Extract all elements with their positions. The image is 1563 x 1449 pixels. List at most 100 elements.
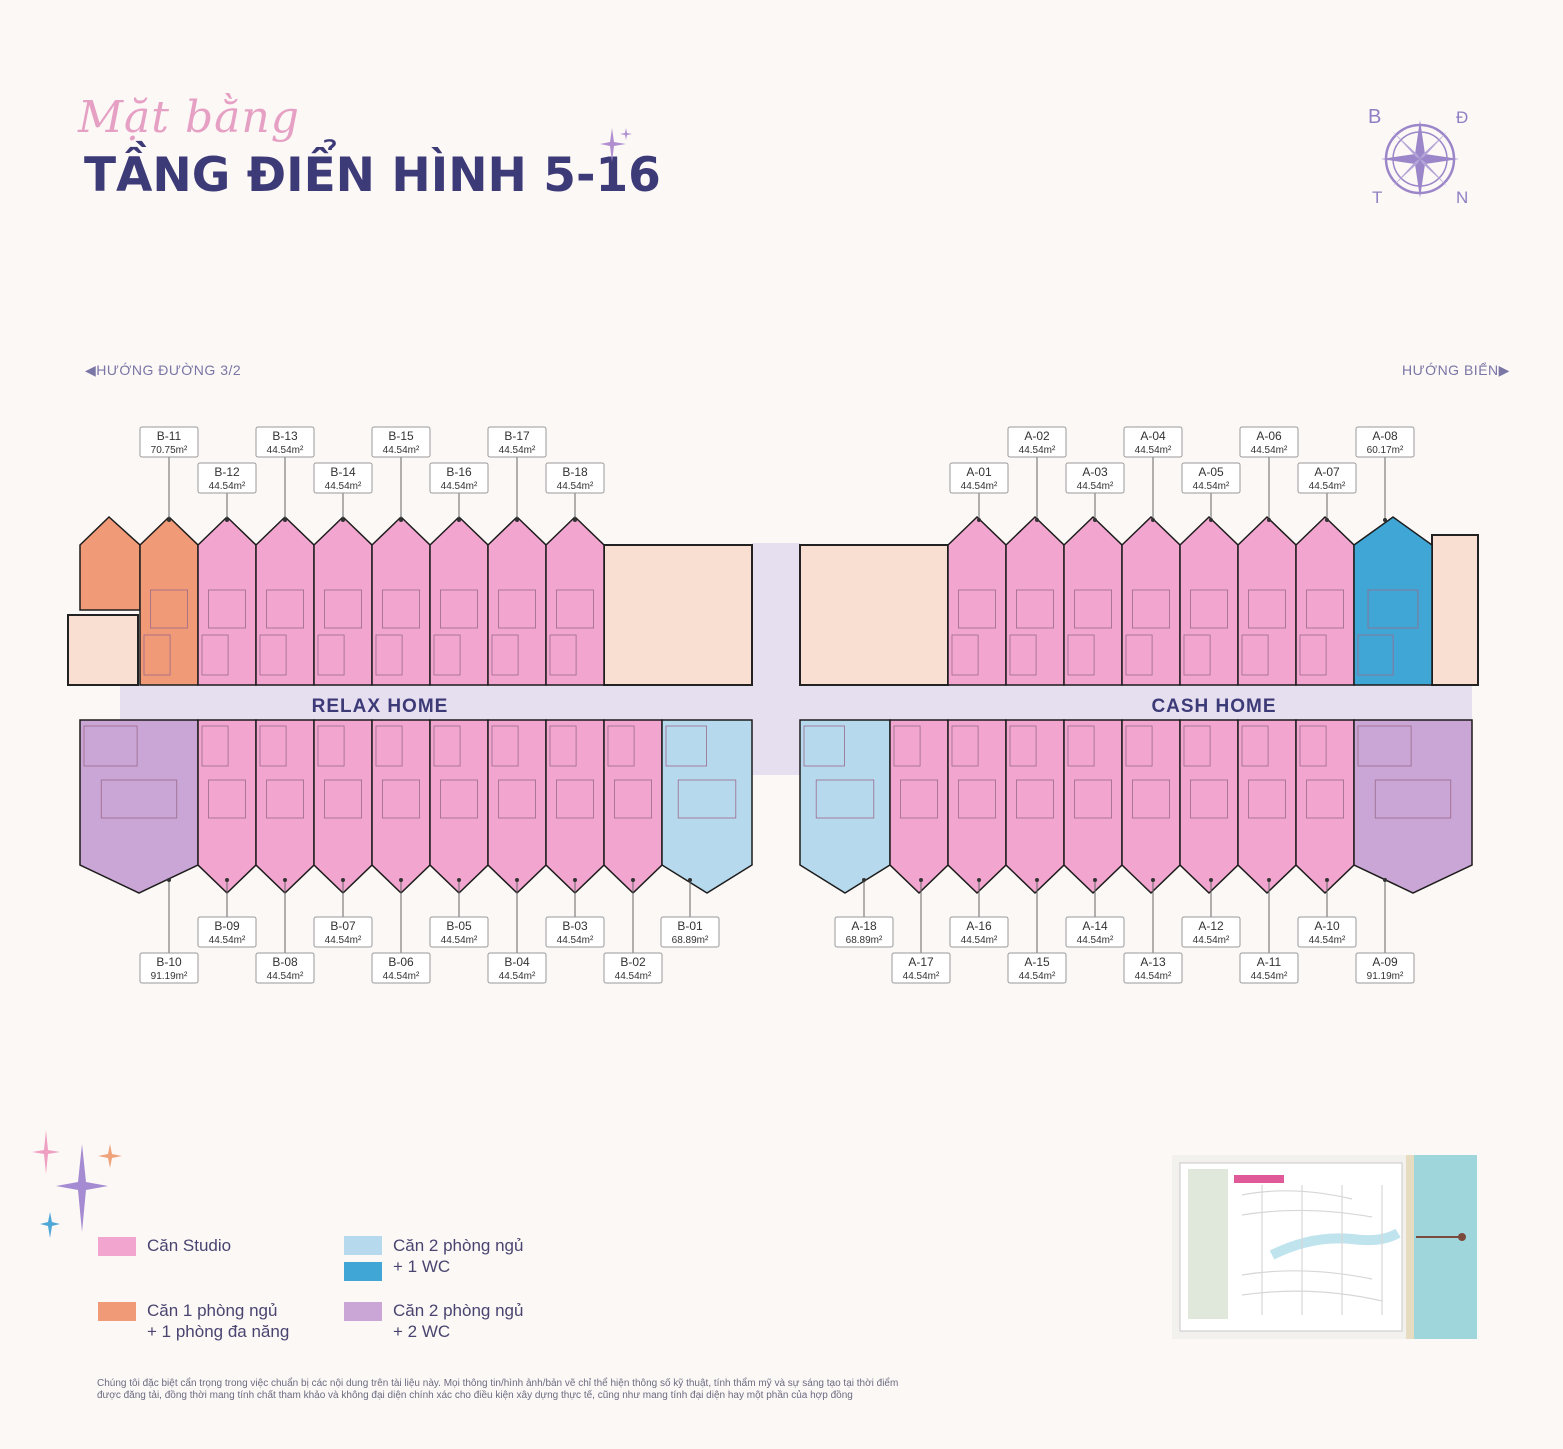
label-bottom-a-09-id: A-09 — [1372, 955, 1398, 969]
label-bottom-a-18-id: A-18 — [851, 919, 877, 933]
label-bottom-a-14-id: A-14 — [1082, 919, 1108, 933]
label-top-a-03-area: 44.54m² — [1077, 481, 1114, 492]
label-bottom-a-12-dot — [1209, 878, 1213, 882]
unit-a-10 — [1295, 719, 1355, 895]
unit-a-04-wc — [1125, 634, 1153, 676]
zone-label-cash-home: CASH HOME — [1151, 696, 1276, 717]
label-top-b-18-dot — [573, 518, 577, 522]
label-top-a-05-id: A-05 — [1198, 465, 1224, 479]
label-bottom-b-09-area: 44.54m² — [209, 935, 246, 946]
label-top-a-02-area: 44.54m² — [1019, 445, 1056, 456]
unit-b-15-wc — [375, 634, 403, 676]
unit-b-09-wc — [201, 725, 229, 767]
unit-a-05-wc — [1183, 634, 1211, 676]
label-bottom-a-10-dot — [1325, 878, 1329, 882]
unit-a-03-shape — [1063, 515, 1123, 686]
unit-a-17 — [889, 719, 949, 895]
label-bottom-a-15-box — [1007, 952, 1067, 984]
label-top-b-17-id: B-17 — [504, 429, 530, 443]
unit-b-10-shape — [79, 719, 199, 894]
unit-b-05-bed — [440, 779, 478, 819]
unit-a-16-wc — [951, 725, 979, 767]
label-top-b-17-area: 44.54m² — [499, 445, 536, 456]
unit-a-03-wc — [1067, 634, 1095, 676]
unit-a-18 — [799, 719, 891, 894]
label-top-b-15-box — [371, 426, 431, 458]
label-top-a-06-dot — [1267, 518, 1271, 522]
label-bottom-b-05-id: B-05 — [446, 919, 472, 933]
unit-a-01 — [947, 515, 1007, 686]
unit-a-17-bed — [900, 779, 938, 819]
label-top-a-03-dot — [1093, 518, 1097, 522]
label-bottom-b-01-box — [660, 916, 720, 948]
direction-left-label: HƯỚNG ĐƯỜNG 3/2 — [96, 362, 242, 378]
label-bottom-b-07-dot — [341, 878, 345, 882]
unit-a-07 — [1295, 515, 1355, 686]
unit-b-06 — [371, 719, 431, 895]
label-top-b-12-area: 44.54m² — [209, 481, 246, 492]
unit-b-18 — [545, 515, 605, 686]
unit-b-08 — [255, 719, 315, 895]
label-bottom-a-11-area: 44.54m² — [1251, 971, 1288, 982]
label-top-b-17-dot — [515, 518, 519, 522]
label-top-a-06-area: 44.54m² — [1251, 445, 1288, 456]
unit-b-16 — [429, 515, 489, 686]
label-top-a-08-area: 60.17m² — [1367, 445, 1404, 456]
label-bottom-b-03-area: 44.54m² — [557, 935, 594, 946]
unit-a-09-wc — [1357, 725, 1412, 767]
label-bottom-a-15-id: A-15 — [1024, 955, 1050, 969]
unit-b-07 — [313, 719, 373, 895]
unit-a-03-bed — [1074, 589, 1112, 629]
unit-a-11-shape — [1237, 719, 1297, 895]
unit-b-11-bed — [150, 589, 188, 629]
unit-b-12-wc — [201, 634, 229, 676]
label-bottom-a-10-id: A-10 — [1314, 919, 1340, 933]
unit-b-15 — [371, 515, 431, 686]
unit-b-13 — [255, 515, 315, 686]
unit-b-18-bed — [556, 589, 594, 629]
label-bottom-b-01-area: 68.89m² — [672, 935, 709, 946]
unit-b-01-wc — [665, 725, 707, 767]
unit-b-14 — [313, 515, 373, 686]
unit-b-03-shape — [545, 719, 605, 895]
label-bottom-a-14-box — [1065, 916, 1125, 948]
unit-b-04-wc — [491, 725, 519, 767]
unit-b-17 — [487, 515, 547, 686]
label-bottom-a-10-box — [1297, 916, 1357, 948]
unit-a-08-wc — [1357, 634, 1394, 676]
label-top-b-16-area: 44.54m² — [441, 481, 478, 492]
label-top-a-01-id: A-01 — [966, 465, 992, 479]
unit-b-14-bed — [324, 589, 362, 629]
label-bottom-a-13-area: 44.54m² — [1135, 971, 1172, 982]
label-top-b-16-id: B-16 — [446, 465, 472, 479]
legend-swatch-two-bed-light — [344, 1236, 382, 1255]
unit-b-07-wc — [317, 725, 345, 767]
label-top-b-14-id: B-14 — [330, 465, 356, 479]
unit-a-05-bed — [1190, 589, 1228, 629]
unit-a-01-wc — [951, 634, 979, 676]
unit-b-04-bed — [498, 779, 536, 819]
direction-left: ◀HƯỚNG ĐƯỜNG 3/2 — [85, 362, 241, 379]
label-bottom-b-10-id: B-10 — [156, 955, 182, 969]
label-bottom-b-02-id: B-02 — [620, 955, 646, 969]
label-top-a-05-box — [1181, 462, 1241, 494]
label-top-b-13-dot — [283, 518, 287, 522]
label-bottom-a-12-area: 44.54m² — [1193, 935, 1230, 946]
label-bottom-b-02-dot — [631, 878, 635, 882]
label-bottom-b-07-area: 44.54m² — [325, 935, 362, 946]
legend-two-bed-1wc-1: Căn 2 phòng ngủ — [393, 1236, 524, 1255]
unit-a-08-bed — [1367, 589, 1419, 629]
label-bottom-b-03-dot — [573, 878, 577, 882]
unit-a-18-bed — [815, 779, 875, 819]
